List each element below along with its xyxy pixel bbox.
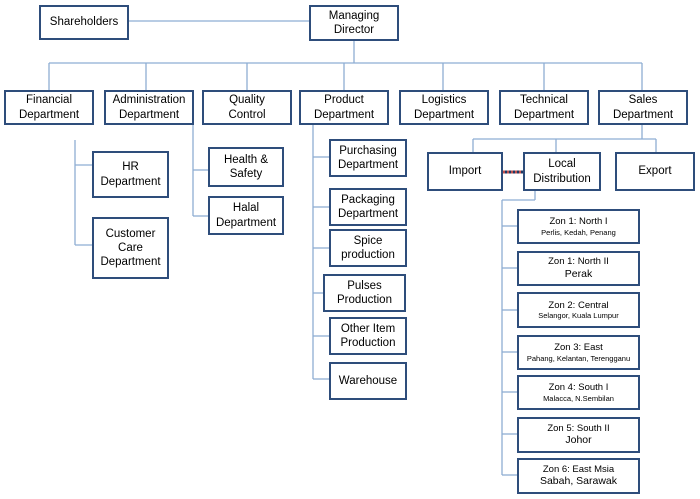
health-safety-line-1: Health & [223,153,269,166]
zone-box-5: Zon 4: South I Malacca, N.Sembilan [517,375,640,410]
hr-line-2: Department [100,175,161,188]
zone-title: Zon 3: East [554,342,603,354]
sales-line-2: Department [612,108,674,121]
health-safety-box: Health & Safety [208,147,284,187]
zone-box-6: Zon 5: South II Johor [517,417,640,453]
managing-director-line-1: Managing [328,9,380,22]
pulses-line-2: Production [337,294,392,306]
local-distribution-line-2: Distribution [533,172,591,185]
customer-care-line-3: Department [100,256,161,268]
spice-line-1: Spice [353,234,383,247]
connector-group [48,20,657,476]
zone-areas: Pahang, Kelantan, Terengganu [526,353,631,363]
local-distribution-line-1: Local [548,158,576,171]
shareholders-box: Shareholders [39,5,129,40]
export-box: Export [615,152,695,191]
pulses-line-1: Pulses [347,279,382,292]
warehouse-box: Warehouse [329,362,407,400]
zone-title: Zon 2: Central [548,299,609,311]
logistics-line-2: Department [413,108,475,121]
local-distribution-box: Local Distribution [523,152,601,191]
purchasing-line-1: Purchasing [339,144,397,157]
quality-control-box: Quality Control [202,90,292,125]
spice-production-box: Spice production [329,229,407,267]
import-box: Import [427,152,503,191]
zone-title: Zon 1: North I [549,216,608,228]
purchasing-line-2: Department [337,159,399,171]
financial-line-1: Financial [25,94,73,107]
other-item-line-1: Other Item [340,322,396,335]
warehouse-label: Warehouse [338,374,398,387]
zone-areas: Selangor, Kuala Lumpur [538,311,619,321]
spice-line-2: production [341,249,395,261]
quality-control-line-2: Control [228,108,266,121]
purchasing-department-box: Purchasing Department [329,139,407,177]
managing-director-box: Managing Director [309,5,399,41]
customer-care-line-2: Care [118,241,143,254]
financial-department-box: Financial Department [4,90,94,125]
packaging-line-1: Packaging [341,193,395,206]
financial-line-2: Department [18,108,80,121]
customer-care-department-box: Customer Care Department [92,217,169,279]
packaging-department-box: Packaging Department [329,188,407,226]
quality-control-line-1: Quality [229,94,265,107]
logistics-department-box: Logistics Department [399,90,489,125]
sales-line-1: Sales [628,94,658,107]
logistics-line-1: Logistics [421,94,467,107]
pulses-production-box: Pulses Production [323,274,406,312]
zone-title: Zon 4: South I [548,382,609,394]
zone-title: Zon 6: East Msia [542,463,615,475]
halal-department-box: Halal Department [208,196,284,235]
product-department-box: Product Department [299,90,389,125]
shareholders-label: Shareholders [49,16,119,29]
zone-box-4: Zon 3: East Pahang, Kelantan, Terengganu [517,335,640,370]
technical-line-2: Department [513,108,575,121]
zone-title: Zon 5: South II [547,422,610,434]
import-label: Import [448,165,482,178]
halal-line-1: Halal [232,202,260,215]
zone-box-3: Zon 2: Central Selangor, Kuala Lumpur [517,292,640,328]
export-label: Export [638,165,672,178]
packaging-line-2: Department [337,208,399,220]
administration-line-2: Department [118,108,180,121]
technical-department-box: Technical Department [499,90,589,125]
halal-line-2: Department [215,216,277,229]
hr-line-1: HR [122,161,139,174]
product-line-1: Product [324,94,364,107]
administration-department-box: Administration Department [104,90,194,125]
health-safety-line-2: Safety [229,168,263,180]
zone-areas: Perak [564,267,593,280]
zone-box-2: Zon 1: North II Perak [517,251,640,286]
zone-areas: Sabah, Sarawak [539,475,618,488]
technical-line-1: Technical [520,94,568,107]
zone-areas: Perlis, Kedah, Penang [541,227,616,237]
product-line-2: Department [313,108,375,121]
other-item-line-2: Production [340,337,396,349]
zone-title: Zon 1: North II [548,256,609,268]
zone-box-7: Zon 6: East Msia Sabah, Sarawak [517,458,640,494]
customer-care-line-1: Customer [105,227,156,240]
zone-areas: Johor [565,434,592,447]
zone-box-1: Zon 1: North I Perlis, Kedah, Penang [517,209,640,244]
sales-department-box: Sales Department [598,90,688,125]
administration-line-1: Administration [112,94,186,107]
hr-department-box: HR Department [92,151,169,198]
managing-director-line-2: Director [333,24,375,36]
other-item-production-box: Other Item Production [329,317,407,355]
zone-areas: Malacca, N.Sembilan [543,393,614,403]
